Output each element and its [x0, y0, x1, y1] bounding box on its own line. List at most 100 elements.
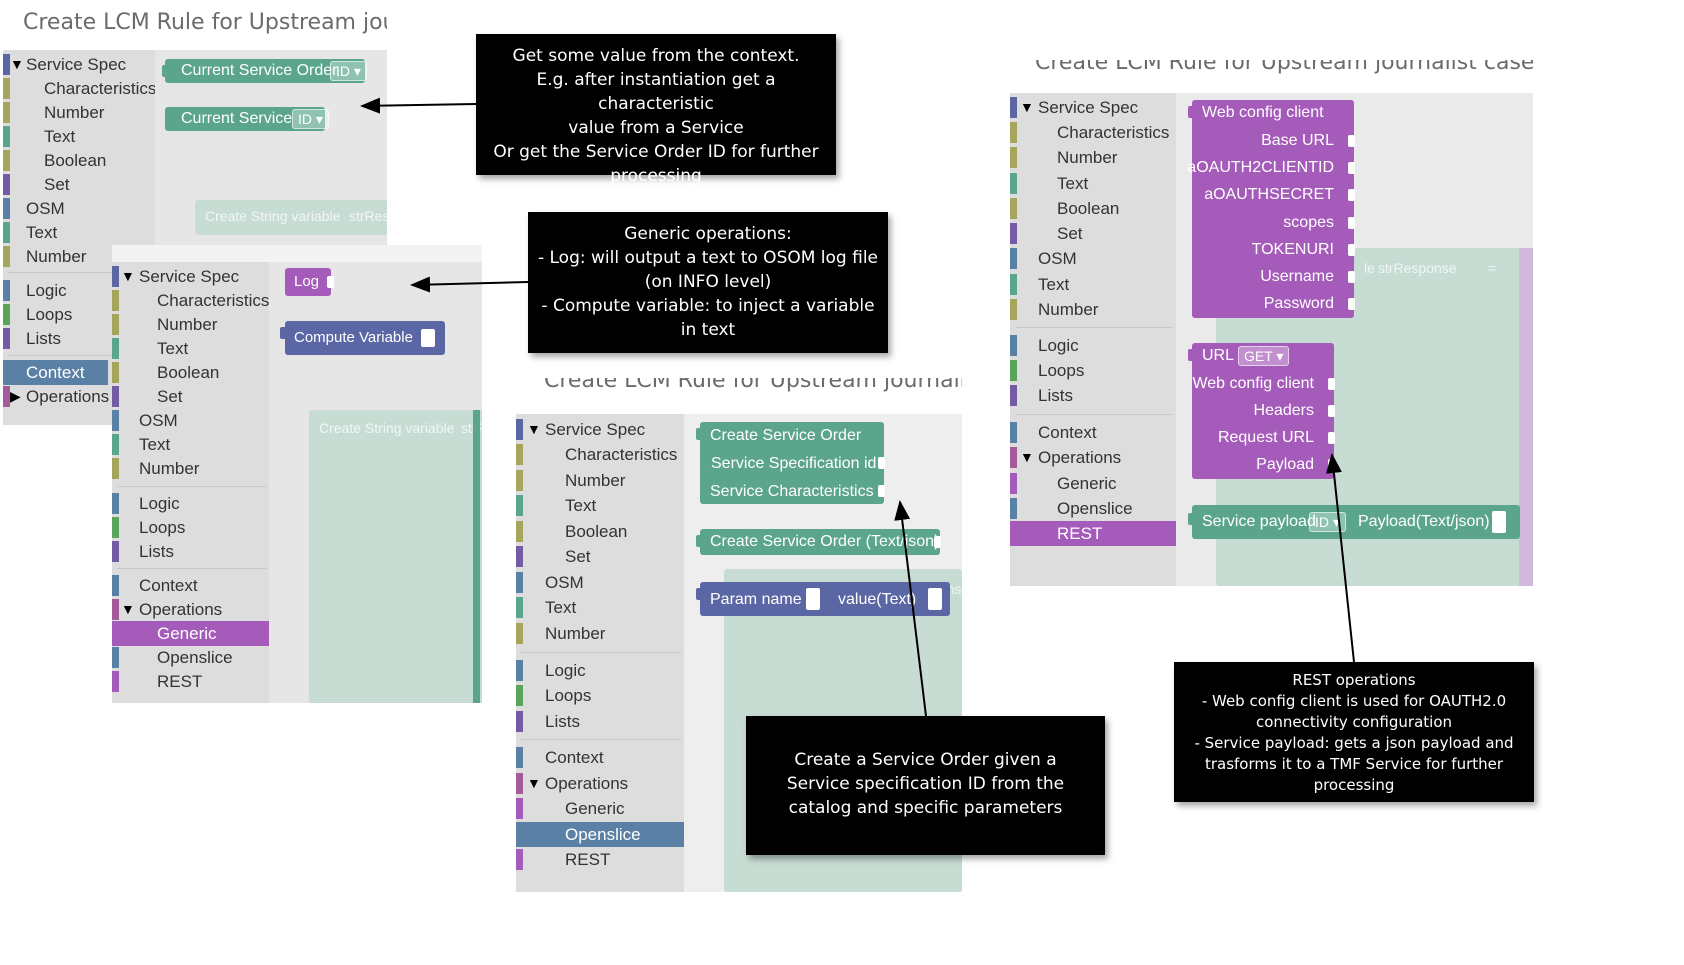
cat-rest[interactable]: REST: [112, 669, 269, 694]
cat-context[interactable]: Context: [1010, 420, 1176, 445]
cat-service-spec[interactable]: ▼Service Spec: [1010, 95, 1176, 120]
id-dropdown[interactable]: ID ▾: [330, 61, 367, 81]
workspace-title: Create LCM Rule for Upstream journalist …: [544, 378, 962, 393]
cat-lists[interactable]: Lists: [516, 709, 684, 734]
block-edge: [1519, 248, 1533, 586]
cat-context[interactable]: Context: [516, 745, 684, 770]
ghost-string-variable: Create String variable strRes: [195, 200, 387, 235]
cat-text-2[interactable]: Text: [3, 220, 155, 245]
block-log[interactable]: Log: [285, 268, 334, 296]
cat-lists[interactable]: Lists: [3, 326, 155, 351]
cat-context-selected[interactable]: Context: [3, 360, 108, 385]
cat-text-2[interactable]: Text: [1010, 272, 1176, 297]
triangle-down-icon: ▼: [121, 268, 135, 284]
cat-number[interactable]: Number: [3, 100, 155, 125]
id-dropdown[interactable]: ID ▾: [292, 109, 329, 129]
block-compute-variable[interactable]: Compute Variable: [280, 321, 445, 355]
cat-number-2[interactable]: Number: [3, 244, 155, 269]
cat-number[interactable]: Number: [112, 312, 269, 337]
block-web-config-client[interactable]: Web config client Base URL aOAUTH2CLIENT…: [1187, 100, 1355, 318]
cat-lists[interactable]: Lists: [112, 539, 269, 564]
cat-loops[interactable]: Loops: [1010, 358, 1176, 383]
cat-loops[interactable]: Loops: [516, 683, 684, 708]
divider: [521, 739, 681, 740]
cat-characteristics[interactable]: Characteristics: [112, 288, 269, 313]
block-edge: [473, 410, 480, 703]
cat-number[interactable]: Number: [516, 468, 684, 493]
divider: [1015, 327, 1173, 328]
block-current-service-order[interactable]: Current Service Order ID ▾: [162, 59, 367, 83]
cat-rest[interactable]: REST: [516, 847, 684, 872]
id-dropdown[interactable]: ID ▾: [1309, 512, 1346, 532]
cat-boolean[interactable]: Boolean: [3, 148, 155, 173]
cat-operations[interactable]: ▼Operations: [112, 597, 269, 622]
block-url[interactable]: URL GET ▾ Web config client Headers Requ…: [1188, 343, 1335, 479]
cat-text[interactable]: Text: [516, 493, 684, 518]
cat-osm[interactable]: OSM: [3, 196, 155, 221]
cat-logic[interactable]: Logic: [3, 278, 155, 303]
cat-generic[interactable]: Generic: [1010, 471, 1176, 496]
triangle-down-icon: ▼: [527, 421, 541, 437]
cat-service-spec[interactable]: ▼Service Spec: [516, 417, 684, 442]
cat-logic[interactable]: Logic: [112, 491, 269, 516]
cat-set[interactable]: Set: [3, 172, 155, 197]
cat-set[interactable]: Set: [516, 544, 684, 569]
cat-loops[interactable]: Loops: [3, 302, 155, 327]
input-slot[interactable]: [1492, 511, 1506, 533]
input-slot[interactable]: [928, 588, 942, 610]
callout-rest: REST operations - Web config client is u…: [1174, 662, 1534, 802]
cat-boolean[interactable]: Boolean: [1010, 196, 1176, 221]
block-current-service[interactable]: Current Service ID ▾: [165, 107, 329, 131]
cat-osm[interactable]: OSM: [516, 570, 684, 595]
cat-set[interactable]: Set: [112, 384, 269, 409]
cat-characteristics[interactable]: Characteristics: [1010, 120, 1176, 145]
triangle-down-icon: ▼: [527, 775, 541, 791]
cat-characteristics[interactable]: Characteristics: [516, 442, 684, 467]
cat-number-2[interactable]: Number: [1010, 297, 1176, 322]
cat-rest-selected[interactable]: REST: [1010, 521, 1176, 546]
cat-number-2[interactable]: Number: [516, 621, 684, 646]
triangle-down-icon: ▼: [10, 56, 24, 72]
cat-logic[interactable]: Logic: [516, 658, 684, 683]
input-slot[interactable]: [421, 329, 435, 347]
cat-text-2[interactable]: Text: [516, 595, 684, 620]
divider: [8, 355, 153, 356]
cat-logic[interactable]: Logic: [1010, 333, 1176, 358]
cat-service-spec[interactable]: ▼Service Spec: [3, 52, 155, 77]
panel-rest: Create LCM Rule for Upstream journalist …: [1010, 60, 1533, 586]
cat-osm[interactable]: OSM: [1010, 246, 1176, 271]
cat-openslice-selected[interactable]: Openslice: [516, 822, 684, 847]
cat-osm[interactable]: OSM: [112, 408, 269, 433]
cat-operations[interactable]: ▶Operations: [3, 384, 155, 409]
method-dropdown[interactable]: GET ▾: [1238, 346, 1290, 366]
cat-generic[interactable]: Generic: [516, 796, 684, 821]
cat-openslice[interactable]: Openslice: [112, 645, 269, 670]
cat-text[interactable]: Text: [1010, 171, 1176, 196]
cat-boolean[interactable]: Boolean: [112, 360, 269, 385]
cat-lists[interactable]: Lists: [1010, 383, 1176, 408]
cat-text[interactable]: Text: [3, 124, 155, 149]
cat-generic-selected[interactable]: Generic: [112, 621, 269, 646]
callout-context: Get some value from the context. E.g. af…: [476, 34, 836, 186]
cat-service-spec[interactable]: ▼Service Spec: [112, 264, 269, 289]
cat-number-2[interactable]: Number: [112, 456, 269, 481]
block-param[interactable]: Param name value(Text): [696, 582, 950, 616]
cat-boolean[interactable]: Boolean: [516, 519, 684, 544]
cat-characteristics[interactable]: Characteristics: [3, 76, 156, 101]
block-create-service-order[interactable]: Create Service Order Service Specificati…: [696, 422, 885, 504]
cat-loops[interactable]: Loops: [112, 515, 269, 540]
cat-set[interactable]: Set: [1010, 221, 1176, 246]
block-create-service-order-text[interactable]: Create Service Order (Text/json): [696, 529, 941, 555]
cat-number[interactable]: Number: [1010, 145, 1176, 170]
block-service-payload[interactable]: Service payload ID ▾ Payload(Text/json): [1188, 505, 1520, 539]
cat-text-2[interactable]: Text: [112, 432, 269, 457]
triangle-down-icon: ▼: [121, 601, 135, 617]
divider: [117, 568, 267, 569]
toolbox: ▼Service Spec Characteristics Number Tex…: [1010, 93, 1176, 586]
cat-context[interactable]: Context: [112, 573, 269, 598]
input-slot[interactable]: [806, 588, 820, 610]
cat-operations[interactable]: ▼Operations: [516, 771, 684, 796]
cat-operations[interactable]: ▼Operations: [1010, 445, 1176, 470]
cat-openslice[interactable]: Openslice: [1010, 496, 1176, 521]
cat-text[interactable]: Text: [112, 336, 269, 361]
